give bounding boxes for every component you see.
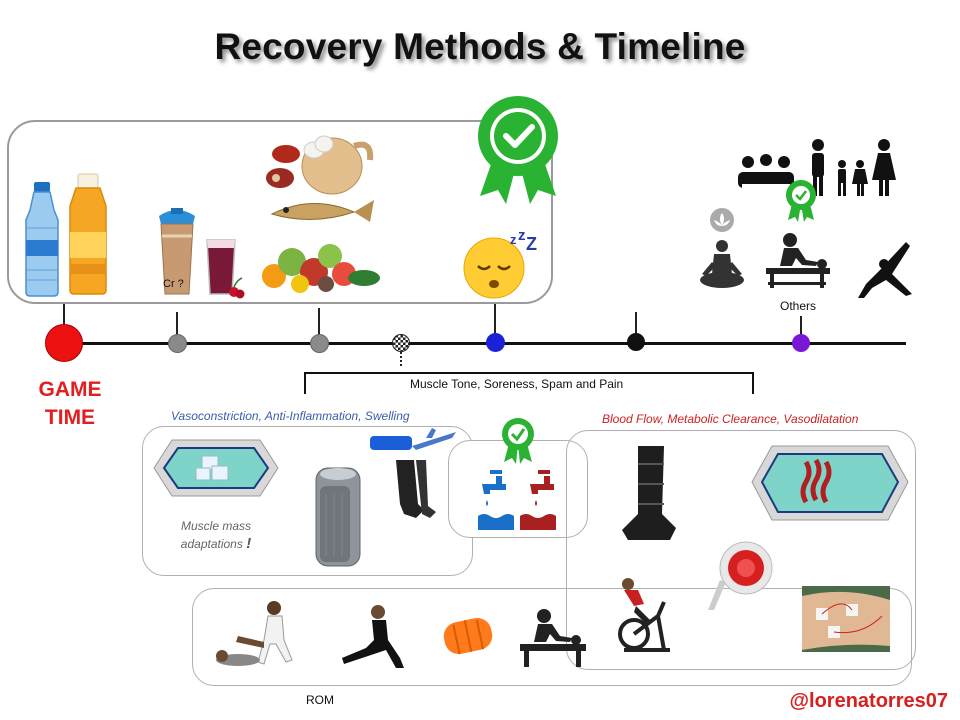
- award-badge-icon: [478, 96, 558, 204]
- svg-text:Z: Z: [526, 234, 537, 254]
- group-icon: [738, 154, 794, 188]
- water-bottle-icon: [25, 182, 59, 297]
- foam-roller-icon: [443, 617, 493, 655]
- author-handle: @lorenatorres07: [789, 690, 948, 712]
- marker-game-time: [45, 324, 83, 362]
- cryo-chamber-icon: [315, 467, 361, 567]
- svg-text:z: z: [510, 232, 517, 247]
- muscle-line1: Muscle mass: [180, 519, 251, 533]
- marker-sleep: [486, 333, 505, 352]
- creatine-label: Cr ?: [163, 278, 184, 290]
- sleep-emoji-icon: z z Z: [463, 227, 537, 299]
- electrostim-icon: [802, 586, 890, 652]
- family-icon: [812, 139, 896, 196]
- infrared-lamp-icon: [708, 541, 773, 610]
- yoga-icon: [858, 242, 912, 298]
- tick-nutrition: [318, 308, 320, 336]
- lunge-stretch-icon: [342, 605, 404, 668]
- ice-bath-icon: [153, 439, 279, 497]
- heat-methods-box: [566, 430, 916, 670]
- muscle-line2-text: adaptations: [180, 537, 243, 551]
- contrast-box: [448, 440, 588, 538]
- brace-label: Muscle Tone, Soreness, Spam and Pain: [410, 377, 624, 391]
- tick-sleep: [494, 304, 496, 334]
- tick-creatine: [176, 312, 178, 336]
- protein-foods-icon: [266, 135, 374, 222]
- contrast-water-icon: [478, 470, 556, 530]
- game-time-line2: TIME: [44, 406, 96, 429]
- marker-checkered: [392, 334, 410, 352]
- marker-nutrition: [310, 334, 329, 353]
- muscle-mark: !: [246, 535, 252, 552]
- marker-creatine: [168, 334, 187, 353]
- hot-bath-icon: [751, 445, 909, 521]
- others-label: Others: [780, 299, 817, 313]
- page-title: Recovery Methods & Timeline: [214, 26, 746, 67]
- tick-black: [635, 312, 637, 336]
- marker-others: [792, 334, 810, 352]
- cold-category-label: Vasoconstriction, Anti-Inflammation, Swe…: [171, 409, 410, 423]
- svg-text:z: z: [518, 227, 526, 244]
- game-time-label: GAME TIME: [22, 376, 118, 432]
- compression-travel-icon: [370, 428, 456, 518]
- marker-black: [627, 333, 645, 351]
- massage-table-icon: [520, 609, 586, 667]
- fruits-vegetables-icon: [262, 244, 380, 293]
- meditation-icon: [700, 208, 744, 288]
- sports-drink-icon: [69, 173, 107, 295]
- soreness-brace: [304, 372, 754, 394]
- game-time-line1: GAME: [38, 378, 102, 401]
- cherry-juice-icon: [206, 239, 245, 299]
- tick-others: [800, 316, 802, 336]
- stationary-bike-icon: [618, 578, 670, 652]
- rom-box: [192, 588, 912, 686]
- contrast-award-icon: [502, 418, 534, 464]
- small-award-badge-icon: [786, 180, 816, 222]
- tick-checkered: [400, 348, 402, 366]
- compression-boots-icon: [622, 446, 676, 540]
- muscle-mass-note: Muscle mass adaptations !: [170, 518, 262, 553]
- protein-shaker-icon: [159, 208, 195, 295]
- tick-game: [63, 304, 65, 328]
- rom-label: ROM: [306, 693, 334, 707]
- nutrition-sleep-box: [7, 120, 553, 304]
- heat-category-label: Blood Flow, Metabolic Clearance, Vasodil…: [602, 412, 859, 426]
- muscle-line2: adaptations !: [170, 535, 262, 553]
- partner-stretch-icon: [216, 601, 293, 666]
- massage-icon: [766, 233, 830, 288]
